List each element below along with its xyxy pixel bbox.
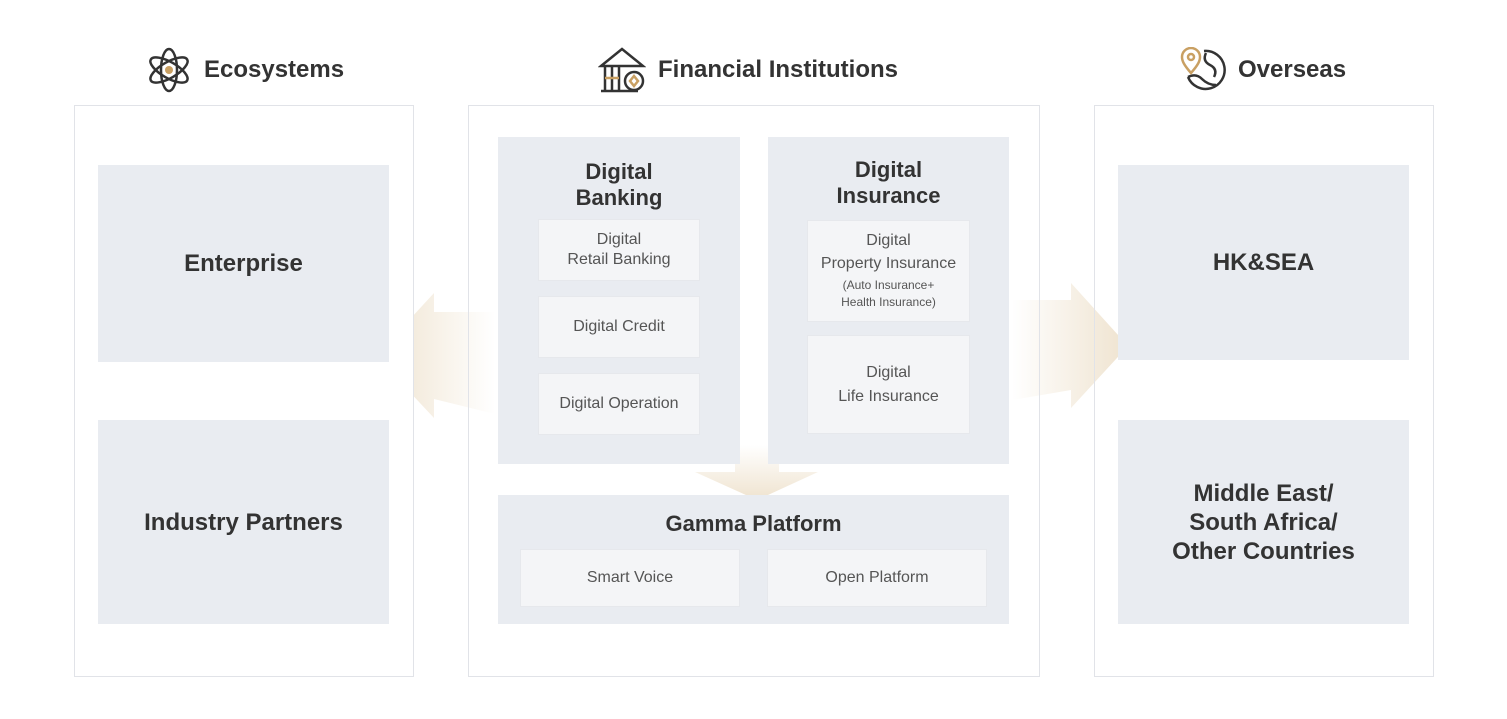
industry-partners-box: Industry Partners: [98, 420, 389, 624]
card-line: Digital: [866, 232, 911, 249]
card-subline: (Auto Insurance+: [842, 278, 935, 292]
card-open-platform: Open Platform: [767, 549, 987, 607]
overseas-title: Overseas: [1238, 56, 1347, 83]
globe-pin-icon: [1180, 47, 1226, 91]
ecosystems-title: Ecosystems: [204, 56, 345, 83]
arrow-right: [1012, 283, 1128, 408]
card-line: Digital: [866, 363, 911, 381]
financial-panel: [468, 105, 1040, 677]
hk-sea-box: HK&SEA: [1118, 165, 1409, 360]
banking-title-2: Banking: [575, 185, 663, 210]
ecosystems-header: Ecosystems: [146, 44, 344, 96]
atom-icon: [149, 47, 189, 93]
enterprise-box: Enterprise: [98, 165, 389, 362]
gamma-platform-group: Gamma Platform Smart Voice Open Platform: [498, 495, 1009, 624]
card-smart-voice: Smart Voice: [520, 549, 740, 607]
region-line: Other Countries: [1172, 537, 1355, 565]
gamma-title: Gamma Platform: [665, 511, 842, 536]
card-line: Digital Credit: [573, 318, 665, 335]
overseas-panel: [1094, 105, 1434, 677]
card-line: Retail Banking: [567, 251, 671, 268]
bank-icon: [598, 47, 646, 93]
region-line: Middle East/: [1193, 479, 1334, 507]
region-line: South Africa/: [1189, 508, 1338, 536]
arrow-down: [695, 445, 818, 500]
card-digital-operation: Digital Operation: [538, 373, 700, 435]
financial-header: Financial Institutions: [598, 44, 898, 96]
financial-title: Financial Institutions: [658, 56, 899, 83]
insurance-title-2: Insurance: [836, 183, 941, 208]
card-line: Property Insurance: [820, 255, 957, 272]
middle-east-box: Middle East/ South Africa/ Other Countri…: [1118, 420, 1409, 624]
card-digital-credit: Digital Credit: [538, 296, 700, 358]
card-line: Life Insurance: [838, 387, 939, 405]
card-line: Digital Operation: [559, 395, 679, 412]
overseas-header: Overseas: [1180, 44, 1346, 96]
insurance-title-1: Digital: [854, 157, 923, 182]
card-line: Digital: [596, 231, 642, 248]
card-subline: Health Insurance): [841, 295, 936, 309]
banking-title-1: Digital: [585, 159, 653, 184]
